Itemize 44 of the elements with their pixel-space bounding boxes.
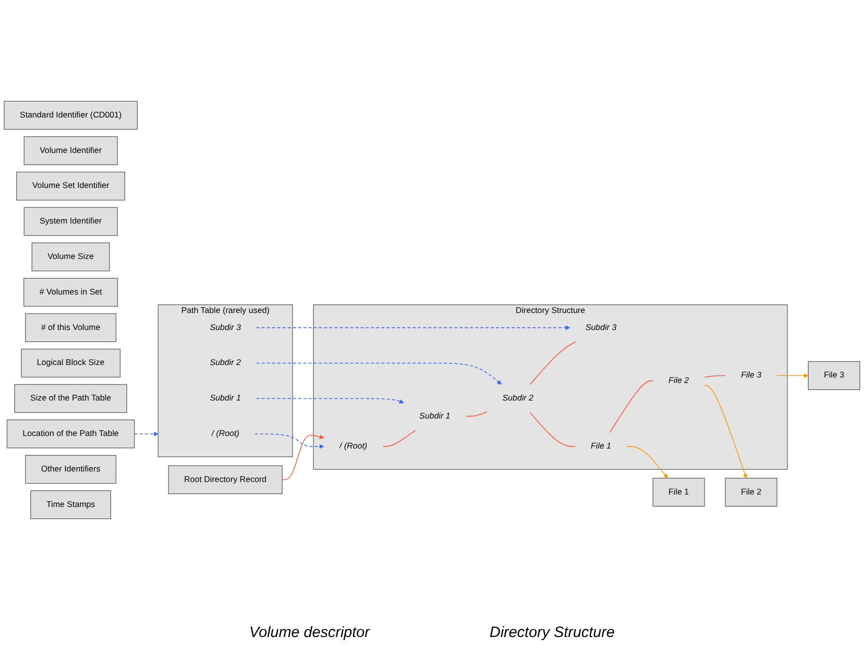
node-box: System Identifier (24, 207, 118, 236)
arrow (134, 432, 158, 436)
arrow (256, 362, 502, 385)
node-box: Logical Block Size (21, 348, 120, 378)
caption: Volume descriptor (249, 624, 370, 641)
node-text: Subdir 3 (210, 323, 241, 332)
node-box: Time Stamps (30, 490, 111, 520)
node-box: Standard Identifier (CD001) (4, 100, 138, 130)
node-box: Root Directory Record (168, 465, 282, 494)
connector (610, 380, 654, 433)
arrow (776, 373, 808, 378)
node-text: Subdir 1 (419, 412, 450, 420)
connector (530, 412, 576, 447)
arrow (704, 384, 748, 478)
node-box: # of this Volume (25, 313, 116, 342)
node-box: File 3 (808, 361, 860, 390)
node-box: # Volumes in Set (24, 278, 118, 307)
node-text: Subdir 1 (210, 394, 241, 403)
node-box: File 1 (652, 478, 705, 507)
arrow (254, 434, 324, 449)
arrow (282, 434, 324, 480)
node-text: / (Root) (211, 429, 240, 438)
connector (466, 411, 488, 417)
connector (382, 430, 416, 447)
node-box: Size of the Path Table (14, 384, 128, 413)
node-box: Other Identifiers (25, 455, 116, 484)
node-box: Volume Identifier (24, 136, 118, 165)
node-box: Volume Set Identifier (16, 172, 126, 200)
node-text: Subdir 2 (210, 358, 241, 368)
caption: Directory Structure (490, 624, 615, 641)
arrow (256, 398, 404, 404)
node-text: File 2 (668, 376, 689, 385)
node-box: Location of the Path Table (6, 420, 135, 448)
connector (530, 341, 576, 385)
arrow (626, 446, 668, 478)
node-text: Subdir 2 (502, 394, 534, 403)
node-text: File 3 (740, 370, 762, 380)
node-text: Subdir 3 (585, 323, 616, 332)
node-box: File 2 (725, 478, 778, 507)
node-text: / (Root) (339, 442, 368, 451)
node-box: Volume Size (32, 242, 110, 272)
connector (704, 375, 726, 378)
node-text: File 1 (590, 442, 612, 451)
arrow (256, 325, 570, 330)
